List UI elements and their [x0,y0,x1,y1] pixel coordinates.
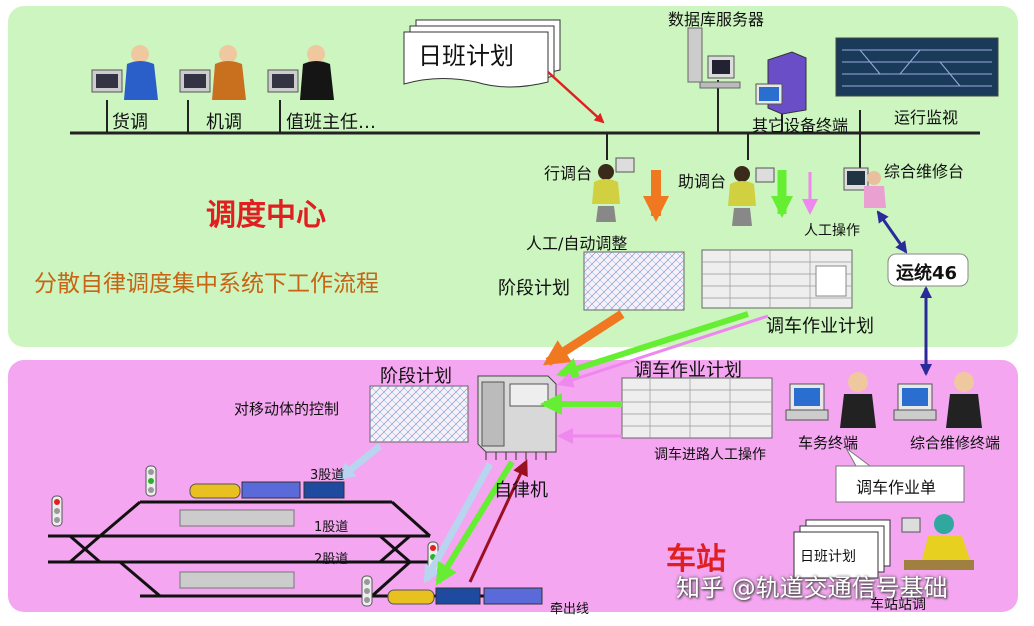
control-arrow-lightblue-1 [336,443,383,481]
assistant-dispatcher-label: 助调台 [678,172,727,191]
monitor-label: 运行监视 [894,108,959,127]
maintenance-terminal-label: 综合维修终端 [910,434,1001,452]
lead-track-label: 牵出线 [550,602,590,617]
station-day-plan-label: 日班计划 [800,549,856,565]
workflow-subtitle: 分散自律调度集中系统下工作流程 [34,271,379,297]
database-server-icon [687,27,741,89]
db-server-label: 数据库服务器 [668,10,765,29]
operation-monitor-screen [835,37,999,97]
feedback-arrow-darkred [468,459,528,583]
stage-plan-graph [583,251,685,311]
bus-station-supervisor: 值班主任… [286,112,376,133]
station-stage-plan-graph [369,385,469,443]
signal-lead [361,575,373,607]
station-shunting-plan-label: 调车作业计划 [634,360,742,381]
station-terminal-operator [785,372,876,428]
day-plan-label: 日班计划 [418,42,514,70]
bus-station-freight: 货调 [112,112,148,133]
track-1-label: 1股道 [314,520,349,535]
day-plan-arrow [547,71,605,124]
maintenance-link-arrow [876,210,908,254]
station-day-plan-document [793,519,891,579]
shunting-plan-to-machine-arrow-green [556,311,749,380]
watermark: 知乎 @轨道交通信号基础 [676,574,948,602]
station-title: 车站 [666,542,726,577]
operator-freight [91,45,158,100]
shunting-sheet-label: 调车作业单 [856,478,937,497]
operator-loco [179,45,246,100]
assistant-dispatcher-desk [728,166,775,226]
train-track3 [189,481,345,499]
other-terminal-label: 其它设备终端 [752,116,849,135]
dispatch-shunting-plan-label: 调车作业计划 [766,316,874,337]
maintenance-terminal-operator [893,372,982,428]
platform-1 [179,509,295,527]
shunting-plan-table [701,249,853,309]
signal-track3 [145,465,157,497]
manual-auto-adjust-label: 人工/自动调整 [526,234,628,253]
manual-operation-label: 人工操作 [804,223,860,239]
train-dispatcher-desk [592,157,635,222]
station-stage-plan-label: 阶段计划 [380,366,452,387]
control-arrow-lightblue-2 [422,462,494,584]
train-dispatcher-label: 行调台 [544,164,593,183]
platform-2 [179,571,295,589]
shunting-route-manual-label: 调车进路人工操作 [654,447,766,463]
other-terminal-icon [755,51,807,115]
operator-supervisor [267,45,334,100]
shunting-sheet-callout [835,447,965,503]
autonomous-machine-icon [477,375,557,460]
day-plan-document [403,19,561,88]
yuntong46-label: 运统46 [896,263,958,284]
bus-station-loco: 机调 [206,112,242,133]
control-arrow-green [435,460,515,586]
track-3-label: 3股道 [310,468,345,483]
autonomous-machine-label: 自律机 [494,480,548,501]
station-dispatcher-figure [901,514,974,570]
station-terminal-label: 车务终端 [798,434,859,452]
shunting-plan-to-machine-arrow-pink [557,314,769,388]
signal-left [51,495,63,527]
train-lead [387,587,543,605]
moving-control-label: 对移动体的控制 [234,400,340,418]
maintenance-desk-label: 综合维修台 [884,162,965,181]
maintenance-desk [843,167,886,208]
dispatch-center-title: 调度中心 [206,198,326,233]
station-dispatcher-label: 车站站调 [870,597,926,613]
dispatch-stage-plan-label: 阶段计划 [498,278,570,299]
station-shunting-table [621,377,773,439]
stage-plan-to-machine-arrow [542,310,625,366]
track-2-label: 2股道 [314,552,349,567]
